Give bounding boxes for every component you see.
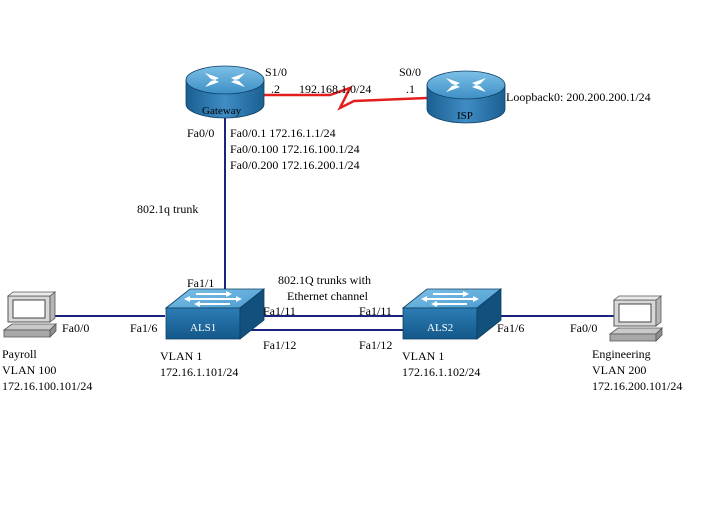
link-serial-gateway-isp [262,85,428,111]
payroll-name-label: Payroll [2,347,37,361]
als2-fa111-label: Fa1/11 [359,304,392,318]
isp-device-label: ISP [457,110,473,122]
payroll-pc-icon[interactable] [2,291,57,338]
als1-fa111-label: Fa1/11 [263,304,296,318]
etherchannel-label-line2: Ethernet channel [287,289,368,303]
gateway-subif-1-label: Fa0/0.1 172.16.1.1/24 [230,126,336,140]
engineering-vlan-label: VLAN 200 [592,363,647,377]
gateway-fa00-label: Fa0/0 [187,126,215,140]
als1-ip-label: 172.16.1.101/24 [160,365,239,379]
isp-router-icon[interactable] [426,70,506,124]
als1-fa16-label: Fa1/6 [130,321,158,335]
gateway-subif-100-label: Fa0/0.100 172.16.100.1/24 [230,142,360,156]
als1-device-label: ALS1 [190,322,217,334]
isp-s0-host-label: .1 [406,82,415,96]
engineering-fa00-label: Fa0/0 [570,321,598,335]
engineering-name-label: Engineering [592,347,651,361]
als2-fa112-label: Fa1/12 [359,338,393,352]
als1-fa11-label: Fa1/1 [187,276,215,290]
payroll-ip-label: 172.16.100.101/24 [2,379,93,393]
als2-fa16-label: Fa1/6 [497,321,525,335]
als1-switch-icon[interactable] [164,288,266,340]
als1-vlan-label: VLAN 1 [160,349,203,363]
dot1q-trunk-label: 802.1q trunk [137,202,199,216]
engineering-pc-icon[interactable] [608,295,663,342]
als2-vlan-label: VLAN 1 [402,349,445,363]
payroll-fa00-label: Fa0/0 [62,321,90,335]
als2-ip-label: 172.16.1.102/24 [402,365,481,379]
isp-loopback-label: Loopback0: 200.200.200.1/24 [506,90,651,104]
als2-switch-icon[interactable] [401,288,503,340]
als1-fa112-label: Fa1/12 [263,338,297,352]
serial-network-label: 192.168.1.0/24 [299,82,372,96]
gateway-subif-200-label: Fa0/0.200 172.16.200.1/24 [230,158,360,172]
gateway-device-label: Gateway [202,105,242,117]
engineering-ip-label: 172.16.200.101/24 [592,379,683,393]
gateway-router-icon[interactable] [185,65,265,119]
gateway-s1-interface-label: S1/0 [265,65,288,79]
als2-device-label: ALS2 [427,322,454,334]
gateway-s1-host-label: .2 [271,82,280,96]
isp-s0-interface-label: S0/0 [399,65,422,79]
etherchannel-label-line1: 802.1Q trunks with [278,273,371,287]
payroll-vlan-label: VLAN 100 [2,363,57,377]
